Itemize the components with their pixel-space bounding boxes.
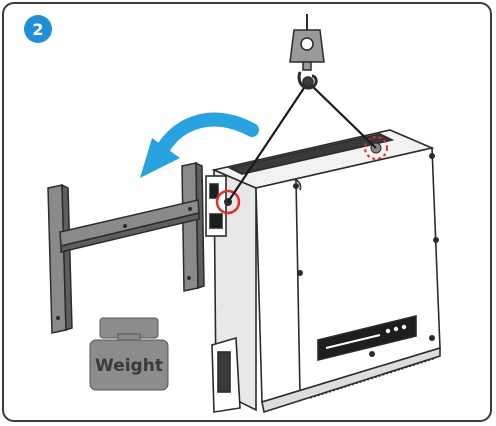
- lifting-ropes: [227, 81, 377, 203]
- weight-label: Weight: [95, 356, 163, 376]
- mounting-bracket: [47, 161, 205, 334]
- step-number-badge: 2: [24, 15, 52, 43]
- curved-arrow-icon: [140, 112, 259, 178]
- inverter-cabinet: [205, 129, 441, 414]
- hook-icon: [289, 14, 325, 90]
- weight-icon: Weight: [89, 317, 169, 391]
